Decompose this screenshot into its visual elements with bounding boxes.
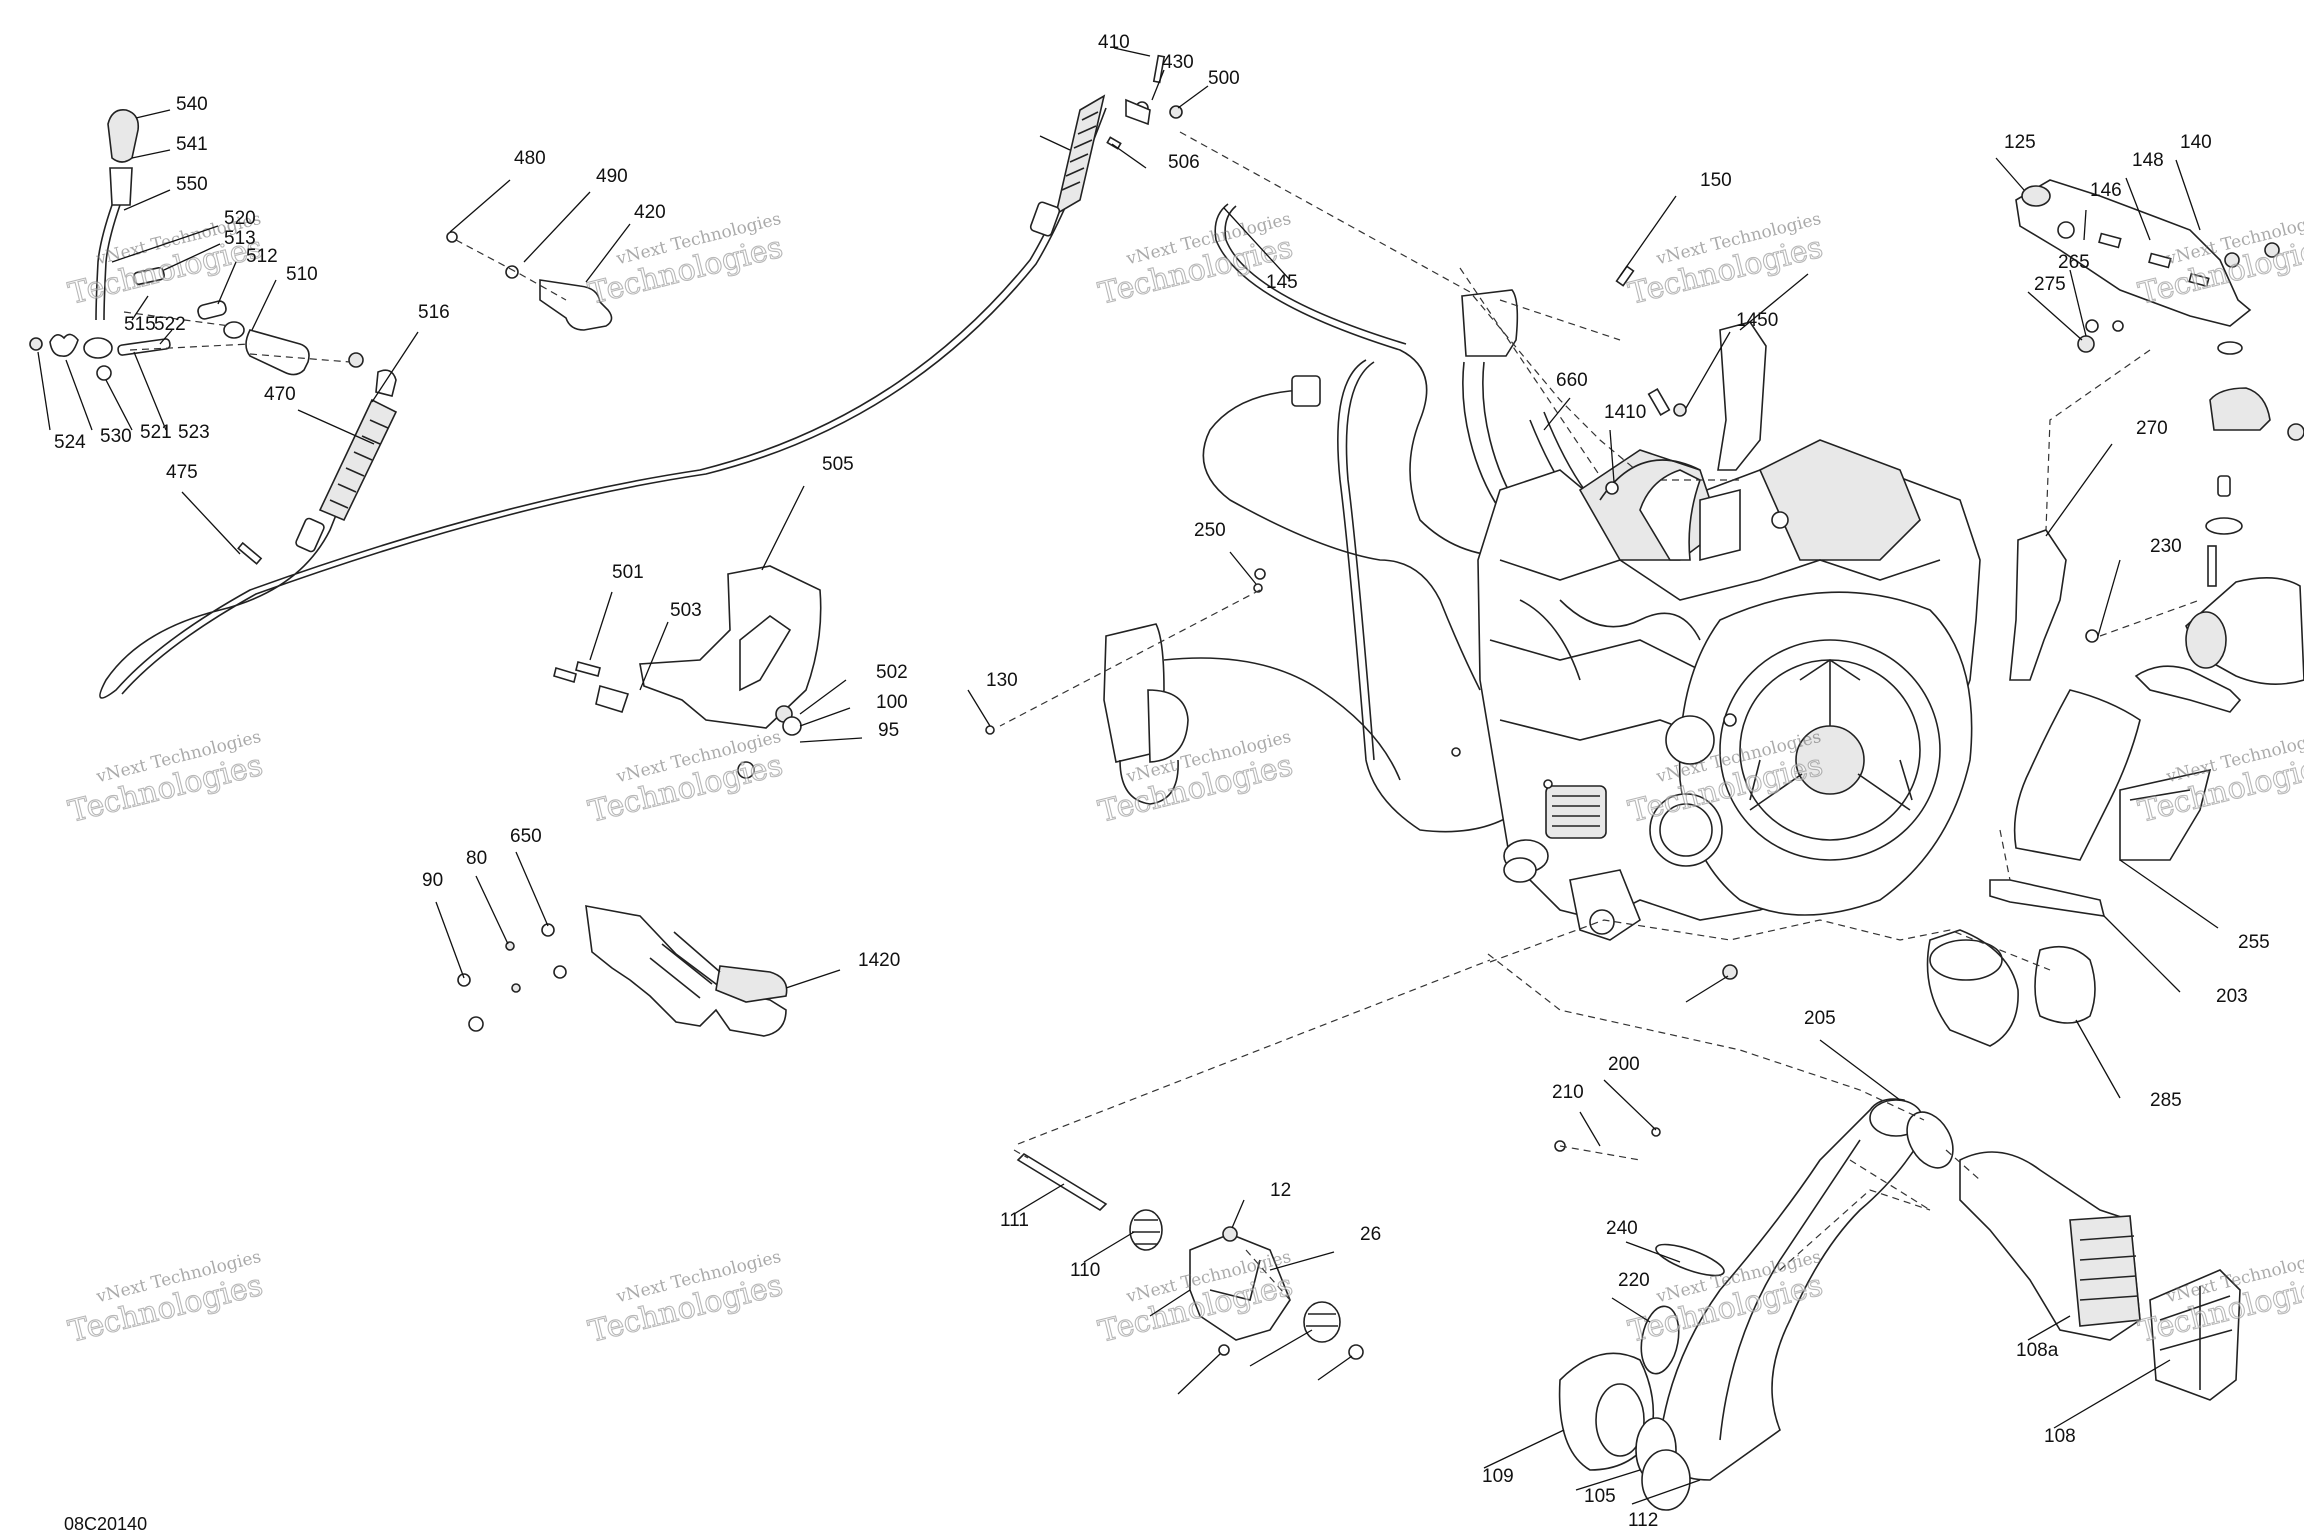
callout-label: 524 [54, 432, 86, 453]
cable-bracket-part [446, 54, 1183, 331]
callout-label: 255 [2238, 932, 2270, 953]
callout-label: 109 [1482, 1466, 1514, 1487]
callout-label: 105 [1584, 1486, 1616, 1507]
callout-label: 502 [876, 662, 908, 683]
callout-label: 650 [510, 826, 542, 847]
callout-label: 521 [140, 422, 172, 443]
callout-label: 1410 [1604, 402, 1646, 423]
document-id: 08C20140 [64, 1514, 147, 1534]
engine-support-bracket-part [1673, 321, 2099, 681]
callout-label: 125 [2004, 132, 2036, 153]
engine-mount-part [1016, 1152, 1364, 1360]
callout-label: 130 [986, 670, 1018, 691]
callout-label: 90 [422, 870, 443, 891]
callout-label: 230 [2150, 536, 2182, 557]
callout-label: 420 [634, 202, 666, 223]
callout-label: 505 [822, 454, 854, 475]
callout-label: 512 [246, 246, 278, 267]
fastener-parts [985, 319, 2099, 1152]
callout-label: 475 [166, 462, 198, 483]
callout-label: 108 [2044, 1426, 2076, 1447]
accelerator-pedal-part [457, 905, 788, 1037]
callout-label: 12 [1270, 1180, 1291, 1201]
callout-label: 140 [2180, 132, 2212, 153]
callout-label: 480 [514, 148, 546, 169]
air-intake-duct-part [1926, 577, 2304, 1047]
exploded-view-drawing [29, 54, 2304, 1511]
callout-label: 506 [1168, 152, 1200, 173]
callout-label: 148 [2132, 150, 2164, 171]
callout-label: 205 [1804, 1008, 1836, 1029]
callout-label: 1420 [858, 950, 900, 971]
callout-label: 515 [124, 314, 156, 335]
callout-label: 203 [2216, 986, 2248, 1007]
callout-label: 265 [2058, 252, 2090, 273]
callout-label: 500 [1208, 68, 1240, 89]
callout-label: 270 [2136, 418, 2168, 439]
callout-label: 541 [176, 134, 208, 155]
callout-label: 80 [466, 848, 487, 869]
callout-label: 513 [224, 228, 256, 249]
callout-leader-lines [37, 47, 2219, 1505]
callout-label: 250 [1194, 520, 1226, 541]
callout-label: 490 [596, 166, 628, 187]
callout-label: 285 [2150, 1090, 2182, 1111]
callout-label: 470 [264, 384, 296, 405]
callout-label: 275 [2034, 274, 2066, 295]
intake-pipe-assembly-part [1558, 1098, 2241, 1511]
callout-label: 108a [2016, 1340, 2059, 1361]
callout-label: 510 [286, 264, 318, 285]
callout-label: 523 [178, 422, 210, 443]
callout-label: 516 [418, 302, 450, 323]
callout-label: 1450 [1736, 310, 1778, 331]
callout-label: 146 [2090, 180, 2122, 201]
callout-label: 540 [176, 94, 208, 115]
callout-label: 150 [1700, 170, 1732, 191]
callout-label: 530 [100, 426, 132, 447]
callout-label: 501 [612, 562, 644, 583]
callout-label: 430 [1162, 52, 1194, 73]
shift-knob-part [29, 108, 310, 381]
engine-mount-bracket-part [2015, 179, 2304, 587]
callout-label: 145 [1266, 272, 1298, 293]
callout-label: 220 [1618, 1270, 1650, 1291]
callout-label: 410 [1098, 32, 1130, 53]
callout-label: 550 [176, 174, 208, 195]
callout-label: 503 [670, 600, 702, 621]
pedal-bracket-part [553, 565, 822, 779]
wiring-harness-part [1103, 203, 1671, 833]
callout-label: 95 [878, 720, 899, 741]
callout-label: 522 [154, 314, 186, 335]
callout-label: 100 [876, 692, 908, 713]
callout-label: 111 [1000, 1210, 1029, 1231]
callout-label: 240 [1606, 1218, 1638, 1239]
callout-label: 660 [1556, 370, 1588, 391]
callout-label: 26 [1360, 1224, 1381, 1245]
callout-label: 112 [1628, 1510, 1658, 1531]
engine-block-part [1477, 439, 1981, 980]
callout-label: 520 [224, 208, 256, 229]
callout-label: 110 [1070, 1260, 1100, 1281]
callout-label: 200 [1608, 1054, 1640, 1075]
shift-cable-part [99, 94, 1107, 699]
callout-label: 210 [1552, 1082, 1584, 1103]
